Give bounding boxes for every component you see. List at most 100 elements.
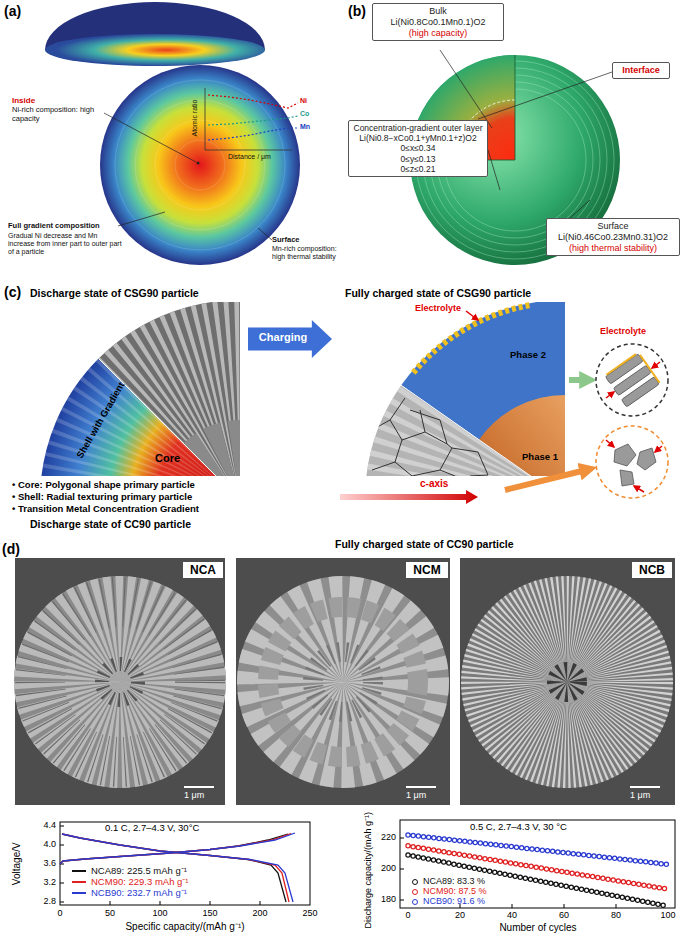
illustration-part [155, 120, 245, 210]
illustration-part [236, 558, 450, 805]
illustration-part [62, 834, 289, 902]
illustration-part [60, 826, 260, 905]
callout-box: Concentration-gradient outer layerLi(Ni0… [348, 120, 488, 177]
node-text: (high capacity) [377, 28, 499, 39]
illustration-part [372, 398, 488, 476]
illustration-part [260, 901, 261, 905]
callout-box: BulkLi(Ni0.8Co0.1Mn0.1)O2(high capacity) [372, 3, 504, 41]
legend-text: NCB90: 232.7 mAh g⁻¹ [91, 887, 187, 898]
illustration-part [505, 469, 590, 490]
illustration-part [605, 352, 660, 407]
bullet-note: • Core: Polygonal shape primary particle [12, 480, 195, 491]
arrow-body [248, 320, 332, 358]
image-title: Fully charged state of CC90 particle [335, 538, 514, 550]
node-text: Li(Ni0.46Co0.23Mn0.31)O2 [551, 232, 675, 243]
illustration-part [461, 576, 673, 788]
bullet-note: • Shell: Radial texturing primary partic… [12, 492, 192, 503]
axis-tick: 250 [295, 908, 325, 918]
axis-tick: 4.4 [26, 820, 56, 830]
illustration-part [413, 305, 530, 373]
node-text: NCM [409, 563, 445, 577]
illustration-part [60, 902, 64, 903]
node-text: NCA [186, 563, 220, 577]
axis-tick: 220 [366, 832, 396, 842]
sample-tag: NCM [406, 562, 448, 578]
axis-tick: 0 [45, 908, 75, 918]
c-axis-arrow [340, 490, 478, 504]
illustration-part [45, 34, 265, 66]
illustration-part [62, 834, 293, 902]
node-text: Interface [617, 65, 665, 76]
illustration-part [140, 400, 240, 476]
bullet-note: • Transition Metal Concentration Gradien… [12, 504, 199, 515]
annotation-heading: Surface [272, 236, 300, 245]
legend-entry: NCA89: 83.3 % [412, 876, 485, 887]
chart-condition: 0.1 C, 2.7–4.3 V, 30°C [105, 823, 199, 834]
illustration-part [60, 826, 64, 827]
node-text: 0≤y≤0.13 [353, 154, 483, 164]
illustration-part [400, 869, 404, 870]
callout-box: SurfaceLi(Ni0.46Co0.23Mn0.31)O2(high the… [546, 218, 680, 256]
annotation: Mn-rich composition: high thermal stabil… [272, 245, 344, 261]
cycling-chart [400, 820, 675, 908]
illustration-part [175, 140, 225, 190]
legend-text: NCM90: 87.5 % [423, 886, 487, 896]
illustration-part [512, 904, 513, 908]
illustration-part [205, 88, 206, 150]
illustration-part [408, 846, 668, 889]
illustration-part [478, 72, 612, 119]
illustration-part [14, 576, 226, 788]
illustration-part [60, 834, 288, 864]
illustration-part [408, 835, 668, 865]
illustration-part [400, 900, 404, 901]
panel-label: (c) [4, 284, 21, 300]
legend-text: NCM90: 229.3 mAh g⁻¹ [91, 876, 189, 887]
axis-title: Number of cycles [438, 922, 638, 934]
illustration-part [237, 576, 449, 788]
illustration-part [514, 629, 620, 735]
node-text: Li(Ni0.8−xCo0.1+yMn0.1+z)O2 [353, 133, 483, 143]
illustration-part [655, 446, 662, 452]
series-label: Mn [300, 123, 310, 131]
axis-title: Specific capacity/(mAh g⁻¹) [85, 921, 285, 933]
annotation: Ni-rich composition: high capacity [12, 106, 104, 123]
illustration-part [60, 833, 295, 902]
illustration-part [290, 629, 396, 735]
illustration-part [258, 228, 272, 240]
illustration-part [652, 362, 660, 368]
region-label: Core [155, 452, 180, 465]
illustration-part [208, 95, 298, 108]
panel-label: (a) [4, 3, 21, 19]
panel-label: (d) [2, 541, 20, 557]
scale-bar-label: 1 μm [184, 790, 204, 800]
legend-text: NCA89: 225.5 mAh g⁻¹ [91, 865, 187, 876]
axis-tick: 40 [497, 910, 527, 920]
illustration-part [160, 901, 161, 905]
legend-swatch [72, 881, 86, 883]
illustration-part [616, 904, 617, 908]
csg90-discharged [40, 302, 240, 476]
annotation-heading: Full gradient composition [8, 222, 100, 231]
legend-entry: NCA89: 225.5 mAh g⁻¹ [72, 866, 187, 877]
illustration-part [401, 302, 565, 476]
illustration-part [197, 162, 200, 165]
axis-tick: 3.6 [26, 858, 56, 868]
illustration-part [557, 672, 577, 692]
illustration-part [140, 400, 240, 476]
panel-label: (b) [348, 3, 366, 19]
annotation: Electrolyte [415, 303, 461, 313]
legend-entry: NCM90: 229.3 mAh g⁻¹ [72, 877, 189, 888]
legend-text: NCA89: 83.3 % [423, 876, 485, 886]
axis-tick: 3.2 [26, 877, 56, 887]
scale-bar-label: 1 μm [406, 790, 426, 800]
illustration-part [60, 822, 310, 905]
legend-swatch [412, 889, 418, 895]
illustration-part [400, 838, 404, 839]
illustration-part [440, 50, 492, 128]
illustration-part [205, 150, 292, 151]
illustration-part [634, 486, 644, 492]
illustration-part [104, 113, 196, 162]
illustration-part [60, 833, 295, 864]
illustration-part [401, 385, 565, 476]
